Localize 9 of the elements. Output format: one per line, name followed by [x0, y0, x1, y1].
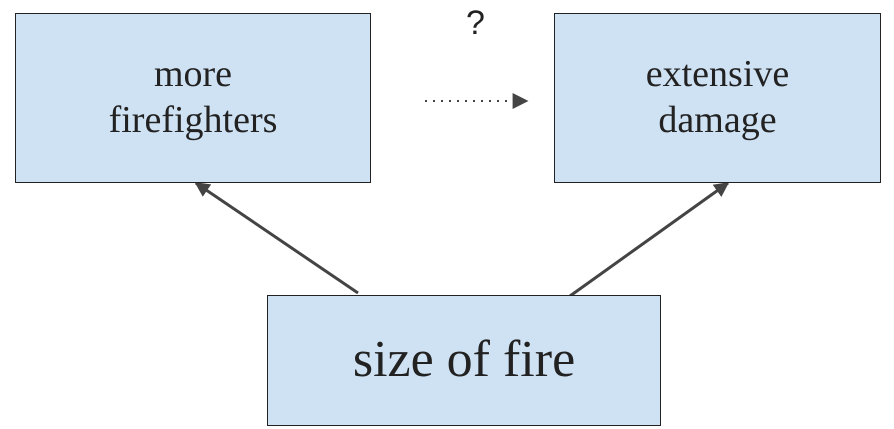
process-box	[267, 295, 661, 426]
node-label: extensive damage	[644, 52, 790, 143]
node-label: more firefighters	[108, 52, 278, 143]
arrow	[425, 93, 529, 109]
process-box	[15, 13, 371, 183]
arrow	[194, 182, 359, 294]
arrow	[569, 182, 730, 298]
node-label: size of fire	[352, 330, 576, 390]
process-box	[554, 13, 881, 183]
